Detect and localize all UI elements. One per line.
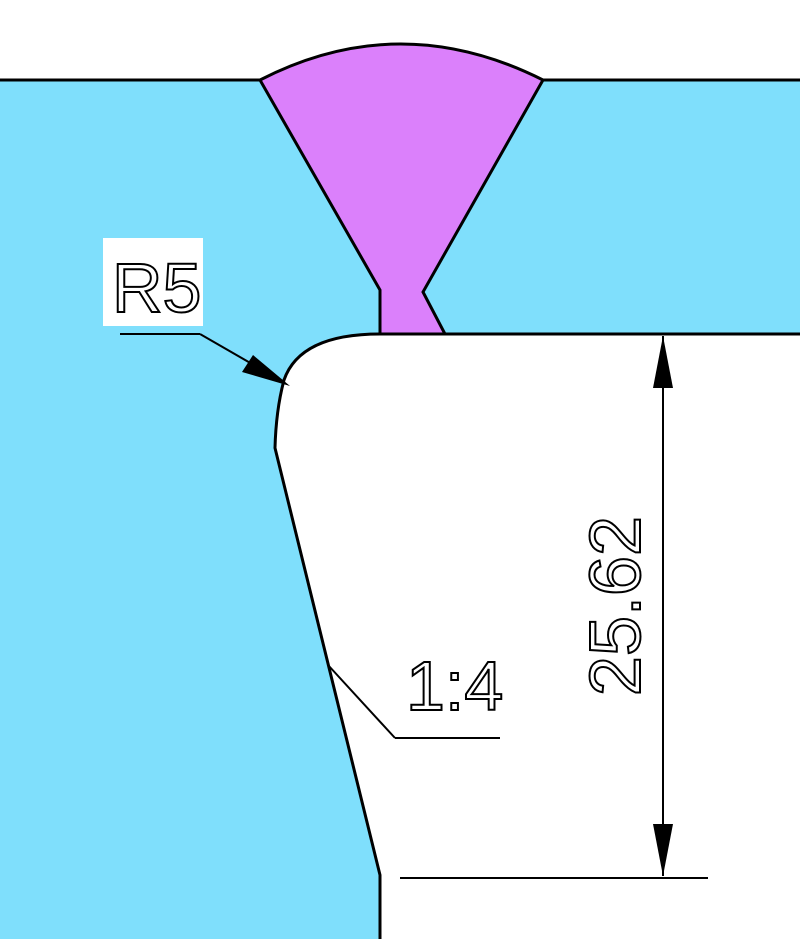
taper-label: 1:4 [406,647,503,725]
dimension-arrow-bottom [653,824,673,876]
weld-bead [257,42,546,336]
dimension-arrow-top [653,336,673,388]
inner-profile-line [273,332,382,939]
radius-label: R5 [112,249,201,327]
radius-label-box [103,238,203,326]
dimension-value: 25.62 [576,516,656,696]
radius-leader-arrowhead [242,355,290,386]
taper-leader-diagonal [327,664,396,739]
